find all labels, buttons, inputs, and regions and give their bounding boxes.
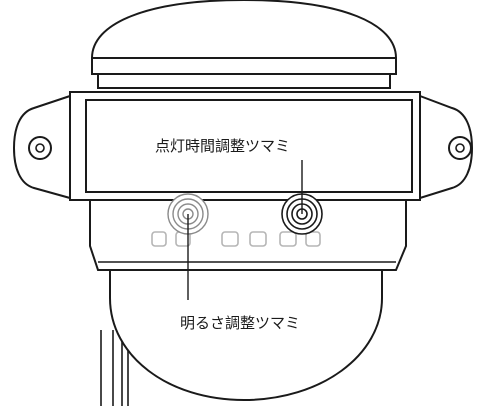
sensor-dome — [109, 269, 383, 402]
front-panel — [85, 99, 413, 193]
lighting-time-knob-label: 点灯時間調整ツマミ — [155, 137, 290, 155]
brightness-knob-label: 明るさ調整ツマミ — [180, 314, 300, 332]
left-mounting-ear — [12, 94, 71, 200]
embossed-marking — [151, 231, 321, 247]
top-cap — [90, 0, 398, 59]
right-mounting-ear — [419, 94, 474, 200]
cap-collar — [97, 73, 391, 89]
top-cap-band — [91, 57, 397, 75]
